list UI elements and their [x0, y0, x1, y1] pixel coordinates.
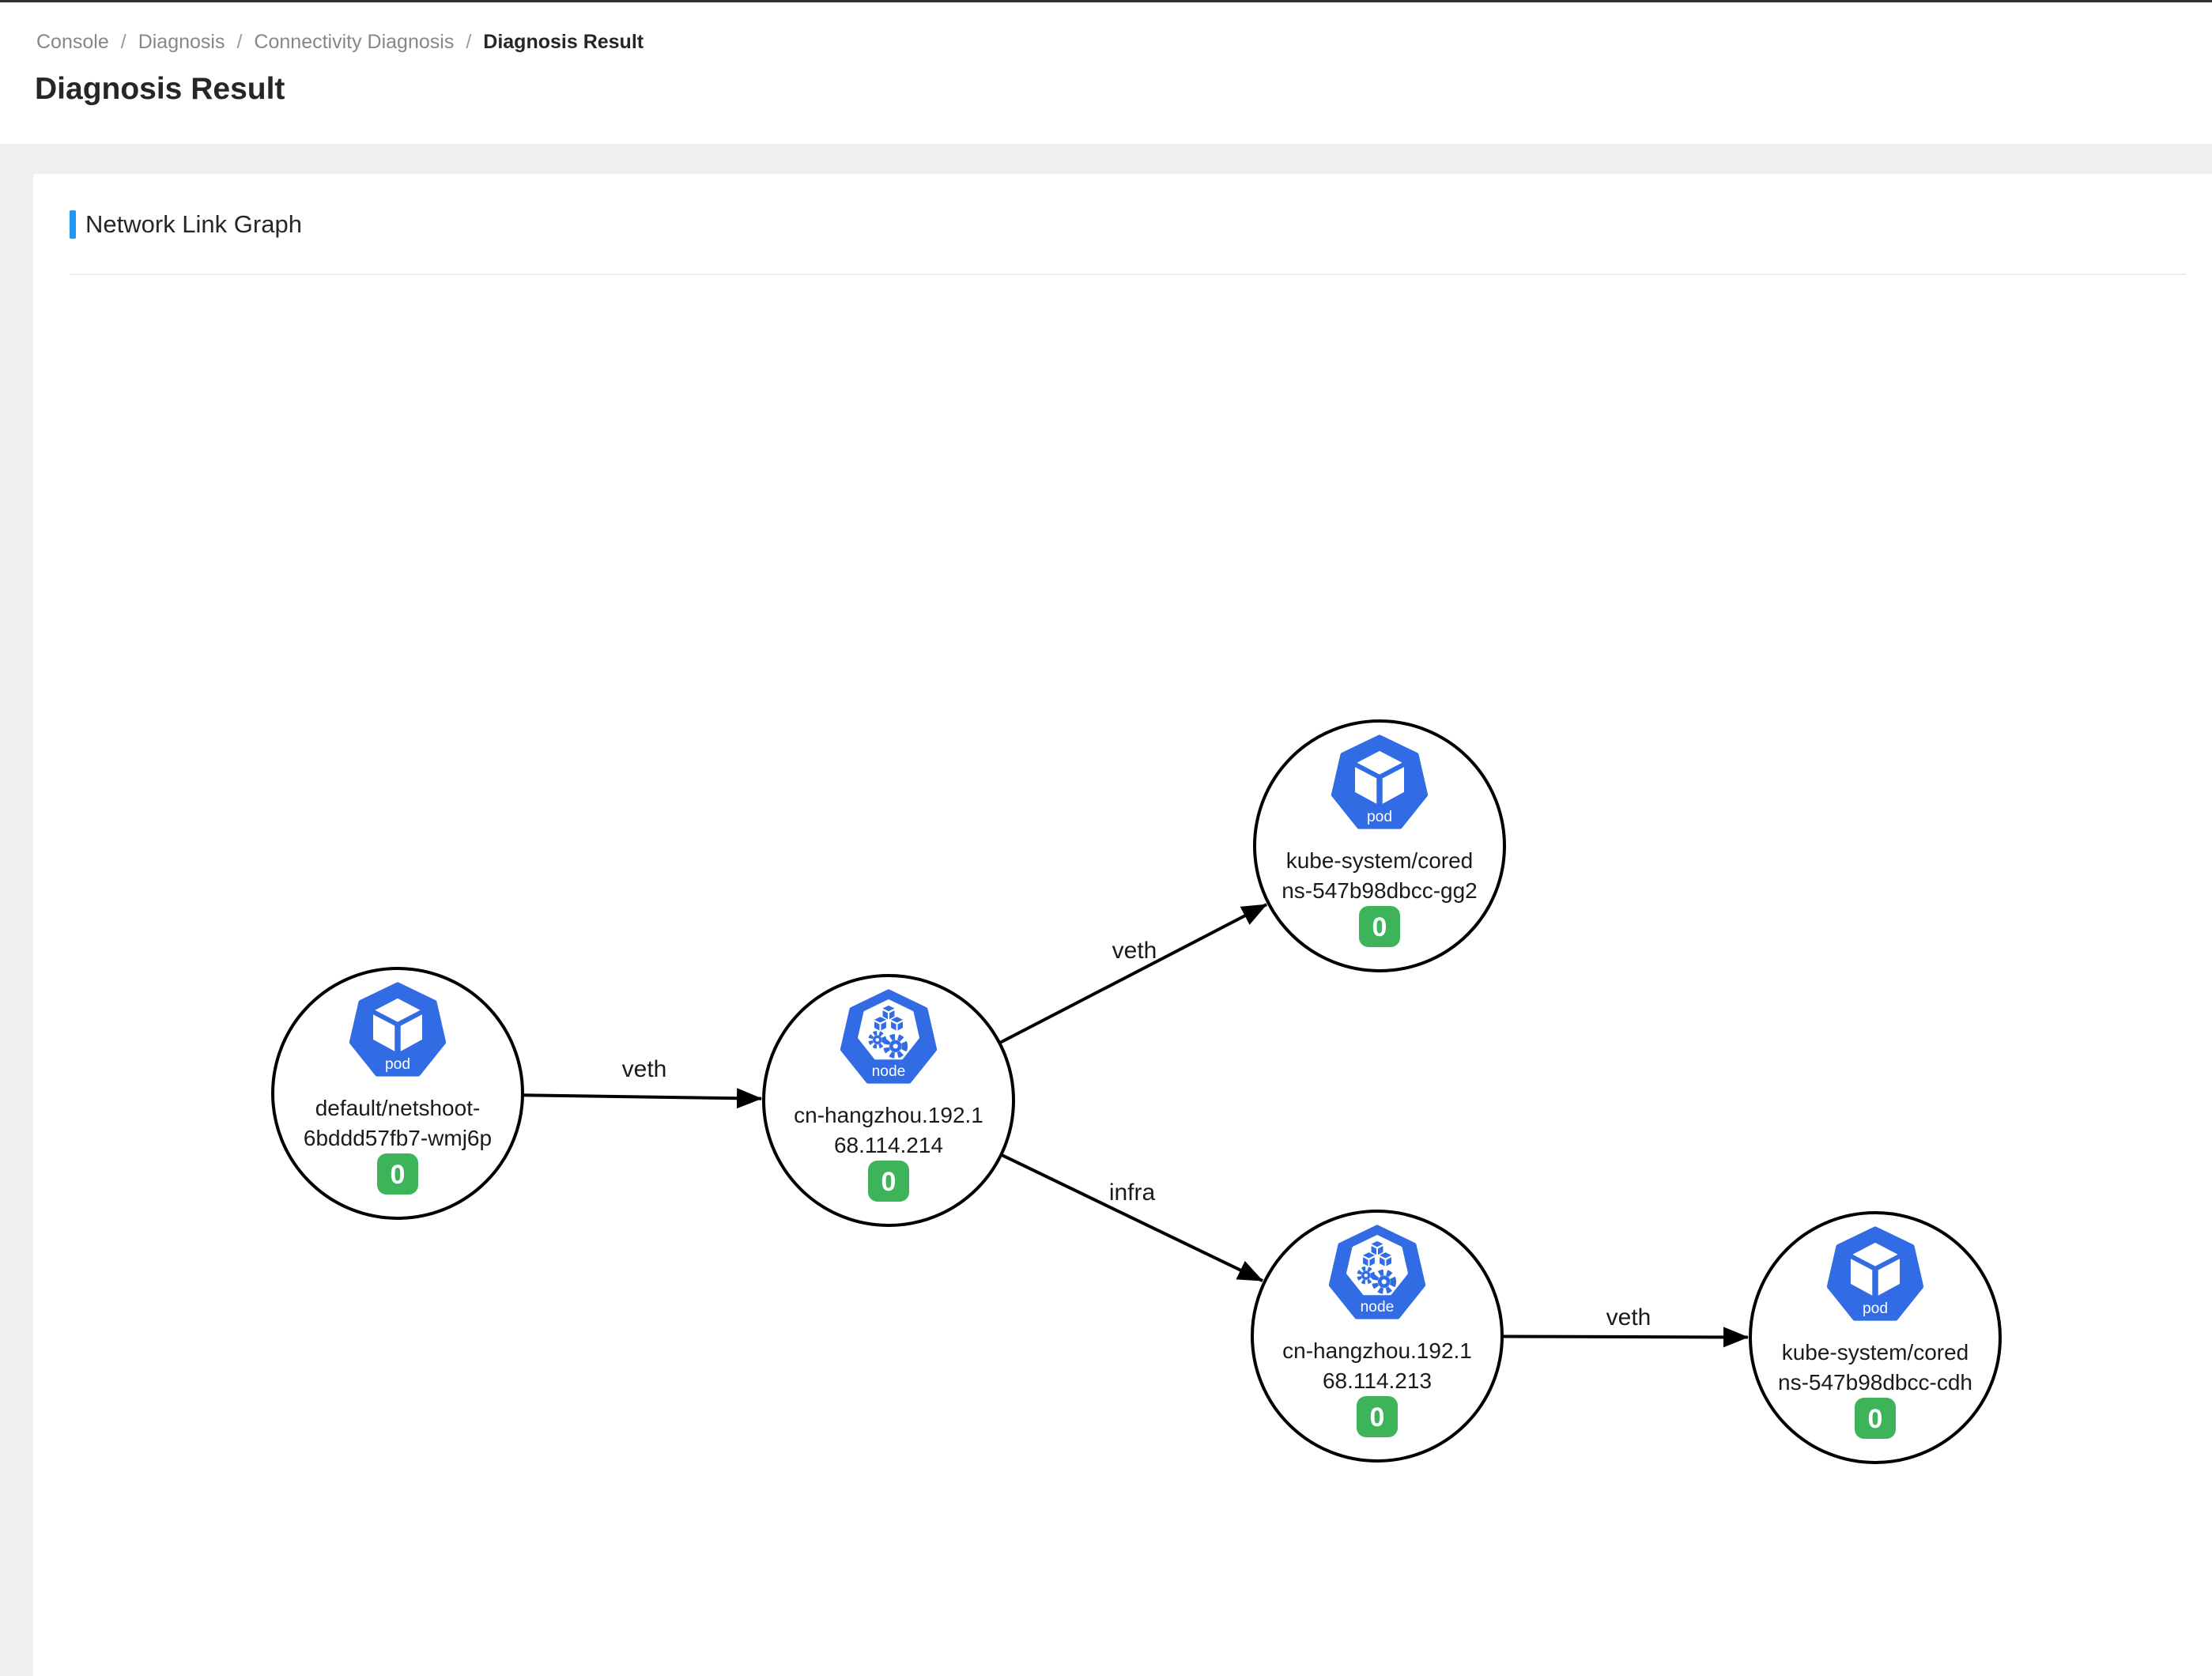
node-circle[interactable]	[762, 974, 1015, 1227]
graph-edge-node-192-168-114-214-to-pod-coredns-gg2	[998, 903, 1267, 1045]
node-label-line: 68.114.213	[1323, 1368, 1432, 1393]
node-label-line: cn-hangzhou.192.1	[794, 1103, 983, 1127]
node-label-line: cn-hangzhou.192.1	[1282, 1338, 1472, 1363]
status-badge-count: 0	[391, 1160, 406, 1190]
edge-label: veth	[1112, 938, 1157, 964]
breadcrumb-item-diagnosis-result: Diagnosis Result	[483, 31, 644, 53]
pod-icon: pod	[1331, 734, 1429, 829]
status-badge	[1855, 1398, 1896, 1439]
node-label-line: 6bddd57fb7-wmj6p	[304, 1126, 492, 1150]
status-badge-count: 0	[1370, 1402, 1385, 1433]
page-header: Console / Diagnosis / Connectivity Diagn…	[0, 2, 2212, 144]
status-badge-count: 0	[881, 1167, 897, 1197]
graph-node-pod-coredns-gg2[interactable]: pod kube-system/cored ns-547b98dbcc-gg2 0	[1253, 719, 1506, 972]
node-label-line: 68.114.214	[834, 1133, 943, 1157]
node-label-line: ns-547b98dbcc-cdh	[1778, 1370, 1972, 1395]
icon-kind-label: node	[1361, 1299, 1395, 1316]
node-label-line: default/netshoot-	[315, 1096, 481, 1120]
section-accent-bar	[70, 210, 76, 239]
section-divider	[70, 274, 2186, 275]
node-label-line: kube-system/cored	[1782, 1340, 1969, 1365]
status-badge	[1359, 906, 1400, 947]
graph-edge-pod-default-netshoot-to-node-192-168-114-214	[522, 1088, 763, 1109]
icon-kind-label: node	[872, 1063, 906, 1080]
status-badge	[1357, 1396, 1398, 1437]
edge-label: infra	[1109, 1180, 1156, 1206]
status-badge-count: 0	[1868, 1404, 1883, 1434]
mini-cube-icon	[891, 1017, 903, 1031]
edge-label: veth	[622, 1056, 667, 1082]
edge-label: veth	[1606, 1304, 1651, 1331]
node-label-line: ns-547b98dbcc-gg2	[1282, 878, 1478, 903]
node-icon: node	[1328, 1225, 1426, 1319]
graph-node-node-192-168-114-214[interactable]: node cn-hangzhou.192.1 68.114.214 0	[762, 974, 1015, 1227]
icon-kind-label: pod	[1367, 809, 1392, 825]
card-header: Network Link Graph	[70, 209, 302, 240]
pod-icon: pod	[349, 982, 447, 1077]
icon-kind-label: pod	[385, 1056, 410, 1073]
graph-node-node-192-168-114-213[interactable]: node cn-hangzhou.192.1 68.114.213 0	[1251, 1210, 1504, 1463]
breadcrumb-item-connectivity-diagnosis[interactable]: Connectivity Diagnosis	[254, 31, 455, 53]
status-badge	[377, 1153, 418, 1195]
graph-node-pod-coredns-cdh[interactable]: pod kube-system/cored ns-547b98dbcc-cdh 0	[1749, 1211, 2002, 1464]
breadcrumb-item-diagnosis[interactable]: Diagnosis	[138, 31, 225, 53]
network-link-graph-canvas: veth veth infra veth pod default/netshoot- 6bd…	[271, 719, 2002, 1464]
icon-kind-label: pod	[1863, 1300, 1888, 1317]
node-icon: node	[840, 989, 938, 1084]
network-link-graph-card: Network Link Graph	[33, 174, 2212, 1676]
gear-icon	[1357, 1266, 1376, 1285]
page-title: Diagnosis Result	[35, 72, 285, 106]
graph-edge-node-192-168-114-213-to-pod-coredns-cdh	[1501, 1327, 1750, 1348]
graph-node-pod-default-netshoot[interactable]: pod default/netshoot- 6bddd57fb7-wmj6p 0	[271, 967, 524, 1220]
breadcrumb: Console / Diagnosis / Connectivity Diagn…	[36, 31, 644, 54]
gear-icon	[868, 1030, 887, 1049]
pod-icon: pod	[1826, 1226, 1924, 1321]
node-circle[interactable]	[1251, 1210, 1504, 1463]
node-circle[interactable]	[1253, 719, 1506, 972]
breadcrumb-separator: /	[236, 31, 243, 53]
status-badge-count: 0	[1372, 912, 1387, 942]
node-label-line: kube-system/cored	[1286, 848, 1474, 873]
breadcrumb-separator: /	[120, 31, 126, 53]
mini-cube-icon	[1363, 1252, 1375, 1266]
breadcrumb-separator: /	[466, 31, 472, 53]
breadcrumb-item-console[interactable]: Console	[36, 31, 109, 53]
section-title: Network Link Graph	[85, 210, 302, 238]
gear-icon	[883, 1033, 908, 1059]
gear-icon	[1372, 1269, 1397, 1294]
graph-edge-node-192-168-114-214-to-node-192-168-114-213	[1000, 1153, 1263, 1282]
status-badge	[868, 1161, 909, 1202]
node-circle[interactable]	[1749, 1211, 2002, 1464]
node-circle[interactable]	[271, 967, 524, 1220]
window-top-edge	[0, 0, 2212, 2]
